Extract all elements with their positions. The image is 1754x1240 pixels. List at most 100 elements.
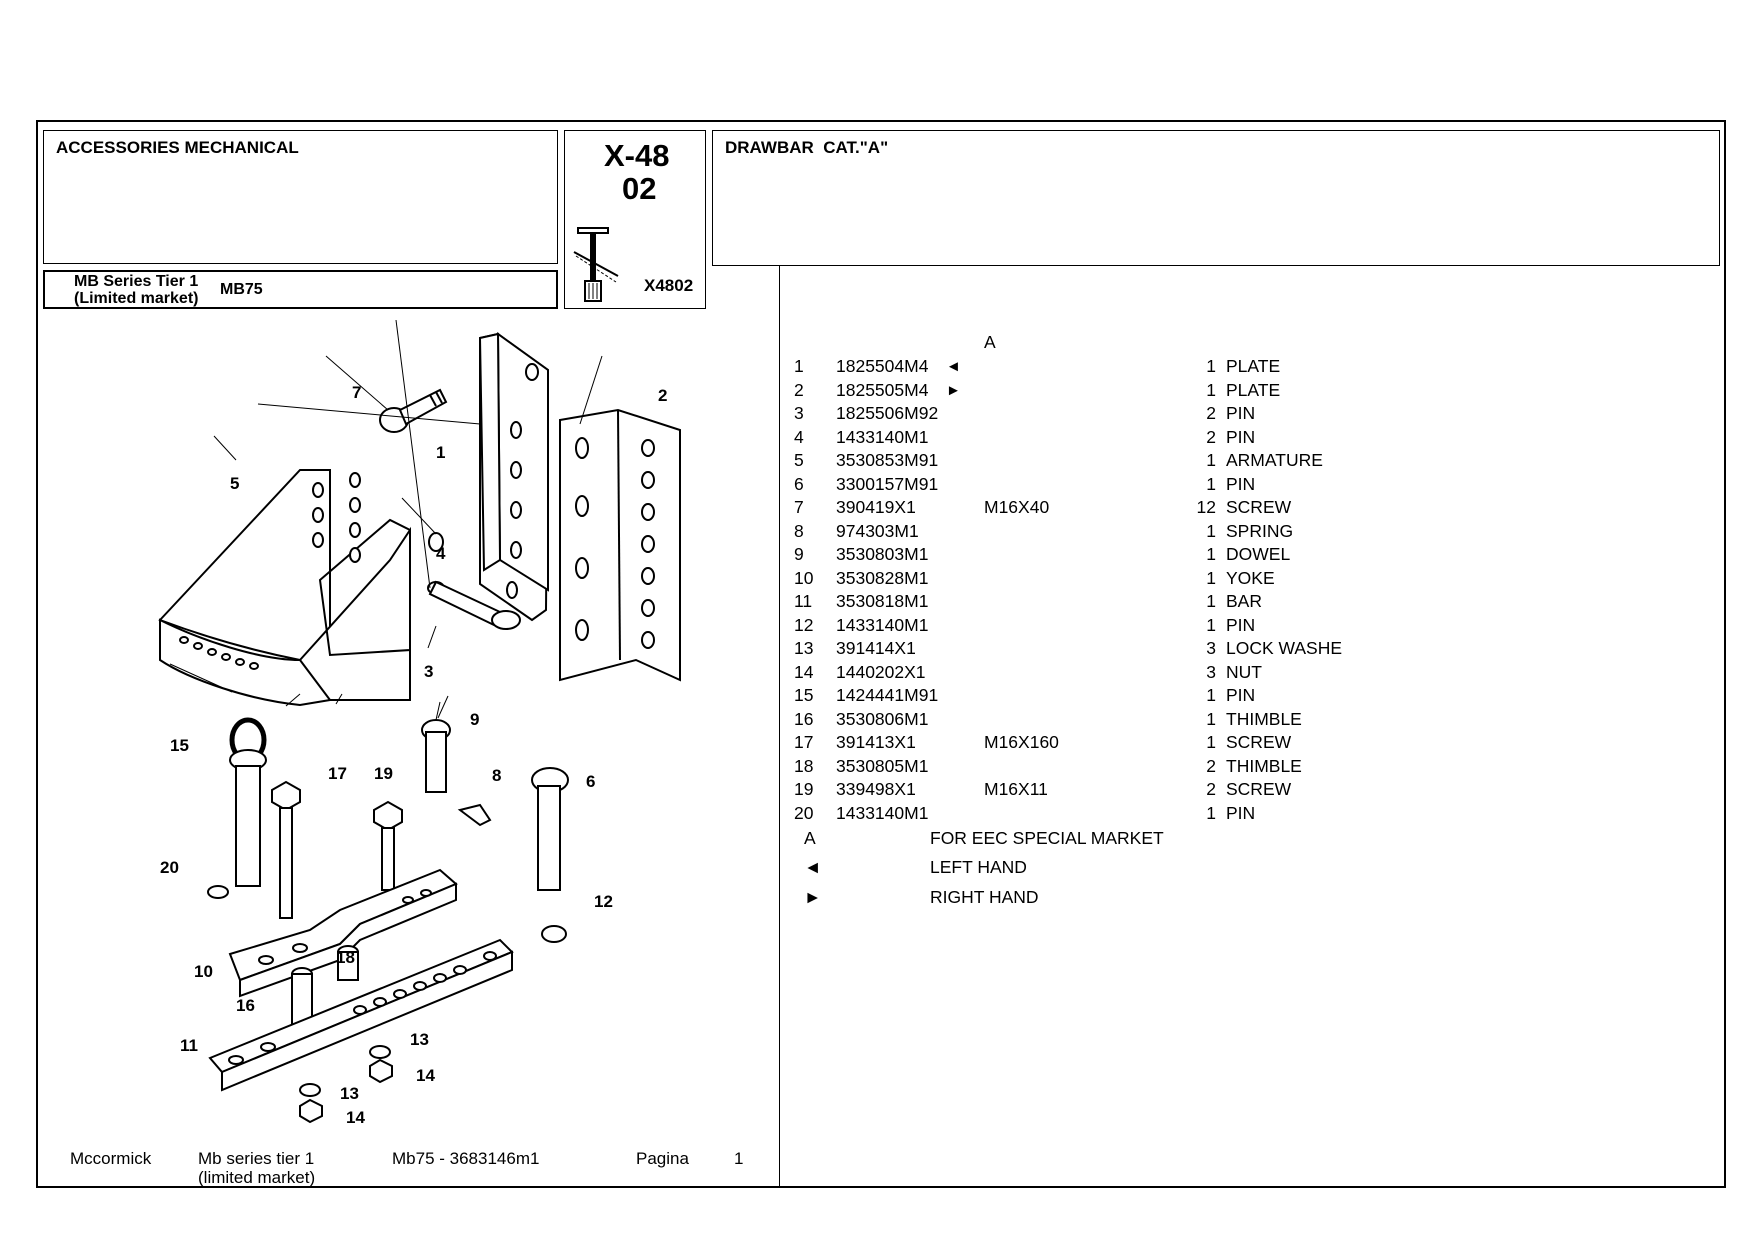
part-spec: M16X40 bbox=[984, 497, 1050, 517]
footer-series-line1: Mb series tier 1 bbox=[198, 1149, 315, 1168]
quantity: 1 bbox=[1206, 614, 1216, 635]
pin-6-drawing bbox=[531, 767, 569, 891]
group-code-line1: X-48 bbox=[604, 138, 670, 173]
bar-drawing bbox=[208, 938, 514, 1092]
description: SCREW bbox=[1226, 779, 1292, 799]
quantity: 1 bbox=[1206, 685, 1216, 705]
spring-drawing bbox=[457, 803, 492, 827]
legend-symbol: A bbox=[804, 828, 816, 848]
quantity: 2 bbox=[1206, 779, 1216, 799]
footer-model-ref: Mb75 - 3683146m1 bbox=[392, 1149, 540, 1168]
item-number: 9 bbox=[794, 544, 804, 564]
description: DOWEL bbox=[1226, 544, 1291, 564]
quantity: 2 bbox=[1206, 426, 1216, 447]
plate-left-drawing bbox=[478, 332, 550, 622]
part-number: 3300157M91 bbox=[836, 473, 939, 494]
thimble-18-drawing bbox=[337, 945, 359, 981]
description: PIN bbox=[1226, 426, 1256, 447]
part-number: 974303M1 bbox=[836, 520, 919, 541]
description: YOKE bbox=[1226, 567, 1275, 588]
part-number: 1433140M1 bbox=[836, 426, 929, 447]
dowel-drawing bbox=[421, 719, 451, 793]
footer-series-line2: (limited market) bbox=[198, 1168, 316, 1187]
item-number: 20 bbox=[794, 802, 814, 823]
part-number: 1825505M4 bbox=[836, 379, 929, 400]
quantity: 1 bbox=[1206, 802, 1216, 823]
description: SPRING bbox=[1226, 520, 1294, 541]
item-number: 1 bbox=[794, 356, 804, 376]
description: PIN bbox=[1226, 614, 1256, 635]
part-number: 1424441M91 bbox=[836, 685, 939, 705]
callout-12: 12 bbox=[594, 892, 613, 911]
callout-11: 11 bbox=[180, 1036, 198, 1055]
leader-lines bbox=[169, 320, 603, 721]
part-spec: M16X11 bbox=[984, 779, 1048, 799]
description: THIMBLE bbox=[1226, 708, 1302, 729]
description: PLATE bbox=[1226, 379, 1281, 400]
group-code-line2: 02 bbox=[622, 171, 657, 206]
callout-1: 1 bbox=[436, 443, 446, 462]
item-number: 18 bbox=[794, 755, 814, 776]
series-name: MB Series Tier 1 (Limited market) bbox=[74, 273, 198, 307]
quantity: 2 bbox=[1206, 755, 1216, 776]
hand-marker: ► bbox=[946, 381, 961, 399]
callout-4: 4 bbox=[436, 544, 446, 563]
part-number: 390419X1 bbox=[836, 497, 916, 517]
callout-10: 10 bbox=[194, 962, 213, 981]
screw-7-drawing bbox=[379, 388, 448, 433]
item-number: 13 bbox=[794, 638, 814, 658]
callout-20: 20 bbox=[160, 858, 179, 877]
callout-9: 9 bbox=[470, 710, 480, 729]
series-box bbox=[43, 270, 558, 309]
hand-marker: ◄ bbox=[946, 358, 961, 375]
callout-7: 7 bbox=[352, 383, 362, 402]
description: PIN bbox=[1226, 802, 1256, 823]
callout-19: 19 bbox=[374, 764, 393, 783]
part-number: 1440202X1 bbox=[836, 661, 926, 682]
item-number: 6 bbox=[794, 473, 804, 494]
part-number: 1433140M1 bbox=[836, 802, 929, 823]
part-number: 339498X1 bbox=[836, 779, 916, 799]
group-title-box bbox=[712, 130, 1720, 266]
quantity: 1 bbox=[1206, 708, 1216, 729]
plate-right-drawing bbox=[559, 408, 681, 682]
item-number: 16 bbox=[794, 708, 814, 729]
yoke-drawing bbox=[228, 868, 458, 998]
part-number: 391413X1 bbox=[836, 732, 916, 752]
pin-thumbnail-icon bbox=[573, 227, 619, 302]
legend-text: RIGHT HAND bbox=[930, 887, 1039, 907]
callout-14a: 14 bbox=[416, 1066, 435, 1085]
column-divider bbox=[779, 266, 780, 1188]
description: SCREW bbox=[1226, 732, 1292, 752]
part-spec: M16X160 bbox=[984, 732, 1059, 752]
screw-19-drawing bbox=[373, 800, 403, 891]
item-number: 5 bbox=[794, 450, 804, 470]
callout-18: 18 bbox=[336, 948, 355, 967]
callout-15: 15 bbox=[170, 736, 189, 755]
callout-17: 17 bbox=[328, 764, 347, 783]
pin-20-drawing bbox=[207, 885, 229, 899]
series-line1: MB Series Tier 1 bbox=[74, 273, 199, 290]
group-code-box bbox=[564, 130, 706, 309]
part-number: 3530806M1 bbox=[836, 708, 929, 729]
washer-nut-drawings bbox=[299, 1045, 393, 1124]
callout-3: 3 bbox=[424, 662, 434, 681]
legend-text: FOR EEC SPECIAL MARKET bbox=[930, 828, 1164, 848]
callout-13a: 13 bbox=[410, 1030, 429, 1049]
quantity: 12 bbox=[1196, 497, 1216, 517]
item-number: 19 bbox=[794, 779, 814, 799]
callout-2: 2 bbox=[658, 386, 668, 405]
footer-page-number: 1 bbox=[734, 1149, 744, 1168]
item-number: 11 bbox=[794, 591, 813, 611]
description: PIN bbox=[1226, 473, 1256, 494]
pin-4-drawing bbox=[428, 532, 444, 552]
description: PIN bbox=[1226, 403, 1256, 423]
callout-6: 6 bbox=[586, 772, 596, 791]
part-number: 3530803M1 bbox=[836, 544, 929, 564]
description: THIMBLE bbox=[1226, 755, 1302, 776]
part-number: 1433140M1 bbox=[836, 614, 929, 635]
section-title: ACCESSORIES MECHANICAL bbox=[56, 138, 299, 157]
item-number: 8 bbox=[794, 520, 804, 541]
armature-drawing bbox=[158, 469, 411, 707]
description: PLATE bbox=[1226, 356, 1281, 376]
